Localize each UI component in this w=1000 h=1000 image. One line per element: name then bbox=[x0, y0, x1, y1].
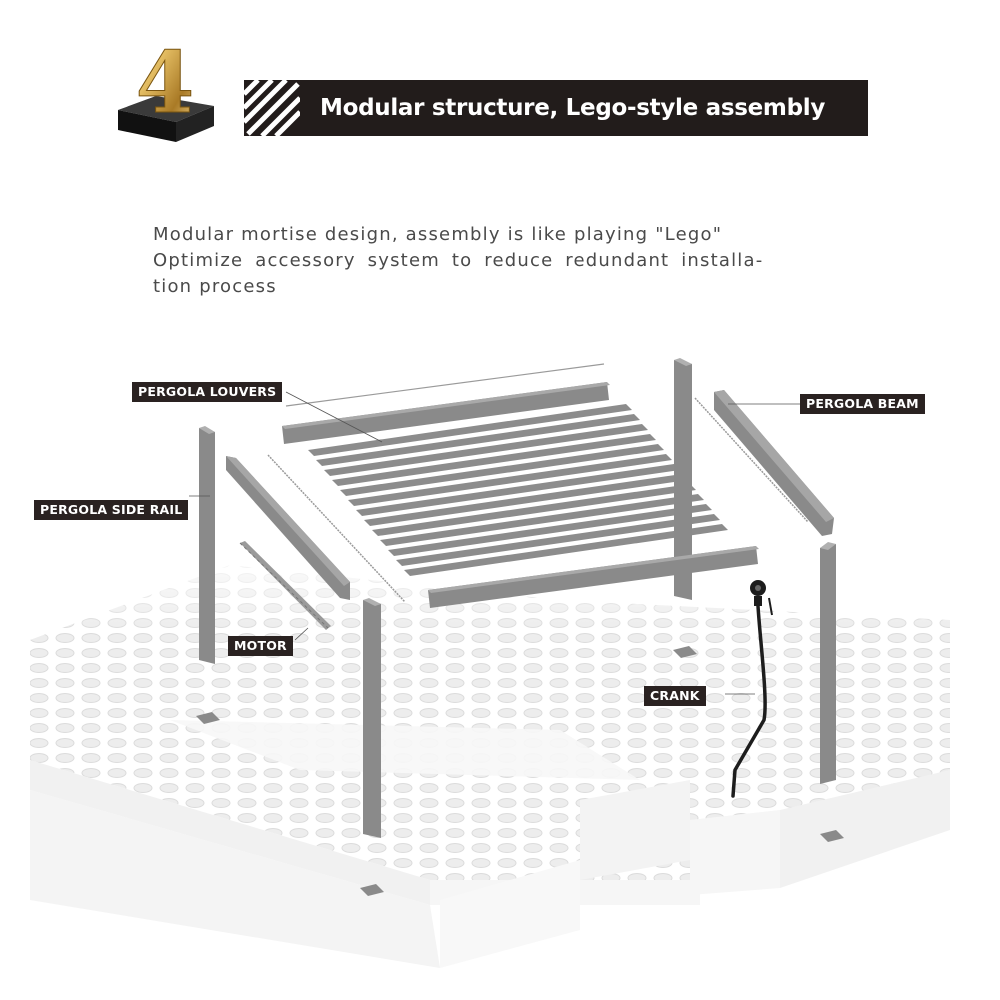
pergola-post-front-left bbox=[363, 598, 381, 838]
crank-handle bbox=[731, 580, 773, 798]
label-crank: CRANK bbox=[644, 686, 706, 706]
description-line-3: tion process bbox=[153, 276, 277, 297]
section-title: Modular structure, Lego-style assembly bbox=[320, 95, 826, 121]
pergola-front-beam bbox=[428, 546, 759, 608]
pergola-motor bbox=[239, 541, 331, 630]
pergola-exploded-diagram bbox=[0, 358, 1000, 968]
description-line-1: Modular mortise design, assembly is like… bbox=[153, 224, 723, 245]
label-motor: MOTOR bbox=[228, 636, 293, 656]
step-number-badge: 4 bbox=[110, 33, 220, 152]
lego-baseplate bbox=[0, 540, 1000, 968]
step-badge-graphic: 4 bbox=[118, 33, 214, 142]
label-pergola-louvers: PERGOLA LOUVERS bbox=[132, 382, 283, 402]
pergola-back-beam bbox=[282, 382, 610, 444]
pergola-post-back-left bbox=[199, 426, 215, 664]
pergola-post-back-right bbox=[674, 358, 692, 600]
pergola-beam-right bbox=[714, 390, 834, 536]
pergola-louvers bbox=[308, 404, 728, 576]
label-pergola-beam: PERGOLA BEAM bbox=[800, 394, 925, 414]
label-pergola-side-rail: PERGOLA SIDE RAIL bbox=[34, 500, 189, 520]
step-number: 4 bbox=[136, 38, 194, 132]
description-line-2: Optimize accessory system to reduce redu… bbox=[153, 250, 764, 271]
pergola-side-rail-left bbox=[226, 456, 350, 600]
stripes-icon bbox=[244, 80, 300, 136]
pergola-post-front-right bbox=[820, 542, 836, 784]
section-header: Modular structure, Lego-style assembly bbox=[244, 80, 868, 136]
